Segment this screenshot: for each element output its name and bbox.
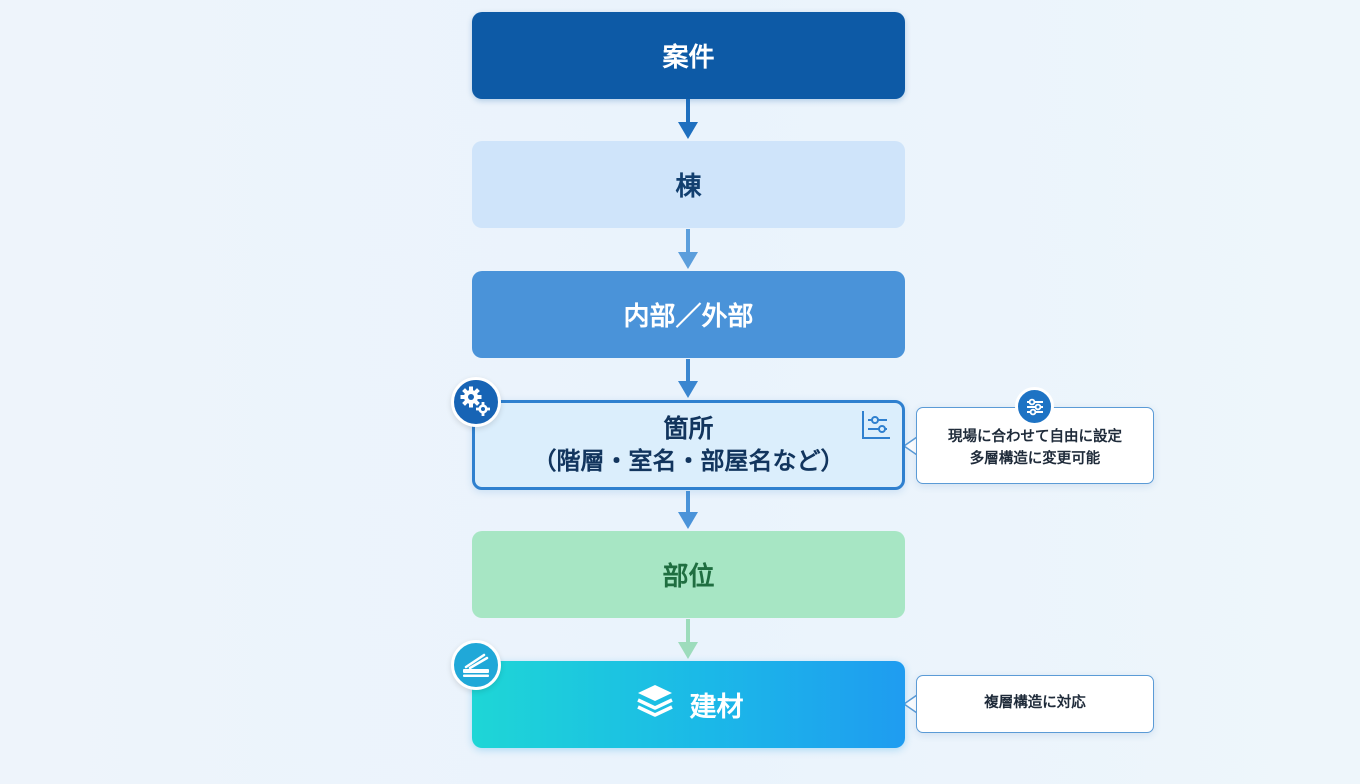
arrow-tou-to-naibu [678, 229, 698, 269]
node-kasho-title: 箇所 [663, 414, 714, 444]
node-tou: 棟 [472, 141, 905, 228]
arrow-bui-to-kenzai [678, 619, 698, 659]
node-naibu-gaibu: 内部／外部 [472, 271, 905, 358]
arrow-anken-to-tou [678, 99, 698, 139]
gears-icon [451, 377, 501, 427]
node-kasho: 箇所 （階層・室名・部屋名など） [472, 400, 905, 490]
node-kenzai-label: 建材 [689, 692, 744, 723]
sliders-icon [859, 408, 893, 442]
node-kenzai: 建材 [472, 661, 905, 748]
node-tou-label: 棟 [675, 172, 702, 202]
callout-flexible-line2: 多層構造に変更可能 [969, 450, 1101, 467]
sliders-icon [1015, 387, 1054, 426]
arrow-naibu-to-kasho [678, 359, 698, 398]
node-anken: 案件 [472, 12, 905, 99]
callout-multilayer: 複層構造に対応 [916, 675, 1154, 733]
node-bui-label: 部位 [662, 562, 715, 592]
node-bui: 部位 [472, 531, 905, 618]
callout-multilayer-text: 複層構造に対応 [984, 695, 1086, 712]
node-kasho-subtitle: （階層・室名・部屋名など） [532, 446, 845, 475]
node-naibu-gaibu-label: 内部／外部 [623, 302, 754, 332]
node-anken-label: 案件 [662, 43, 715, 73]
arrow-kasho-to-bui [678, 491, 698, 529]
scanner-icon [451, 640, 501, 690]
callout-flexible-line1: 現場に合わせて自由に設定 [948, 428, 1122, 445]
layers-icon [634, 682, 676, 727]
